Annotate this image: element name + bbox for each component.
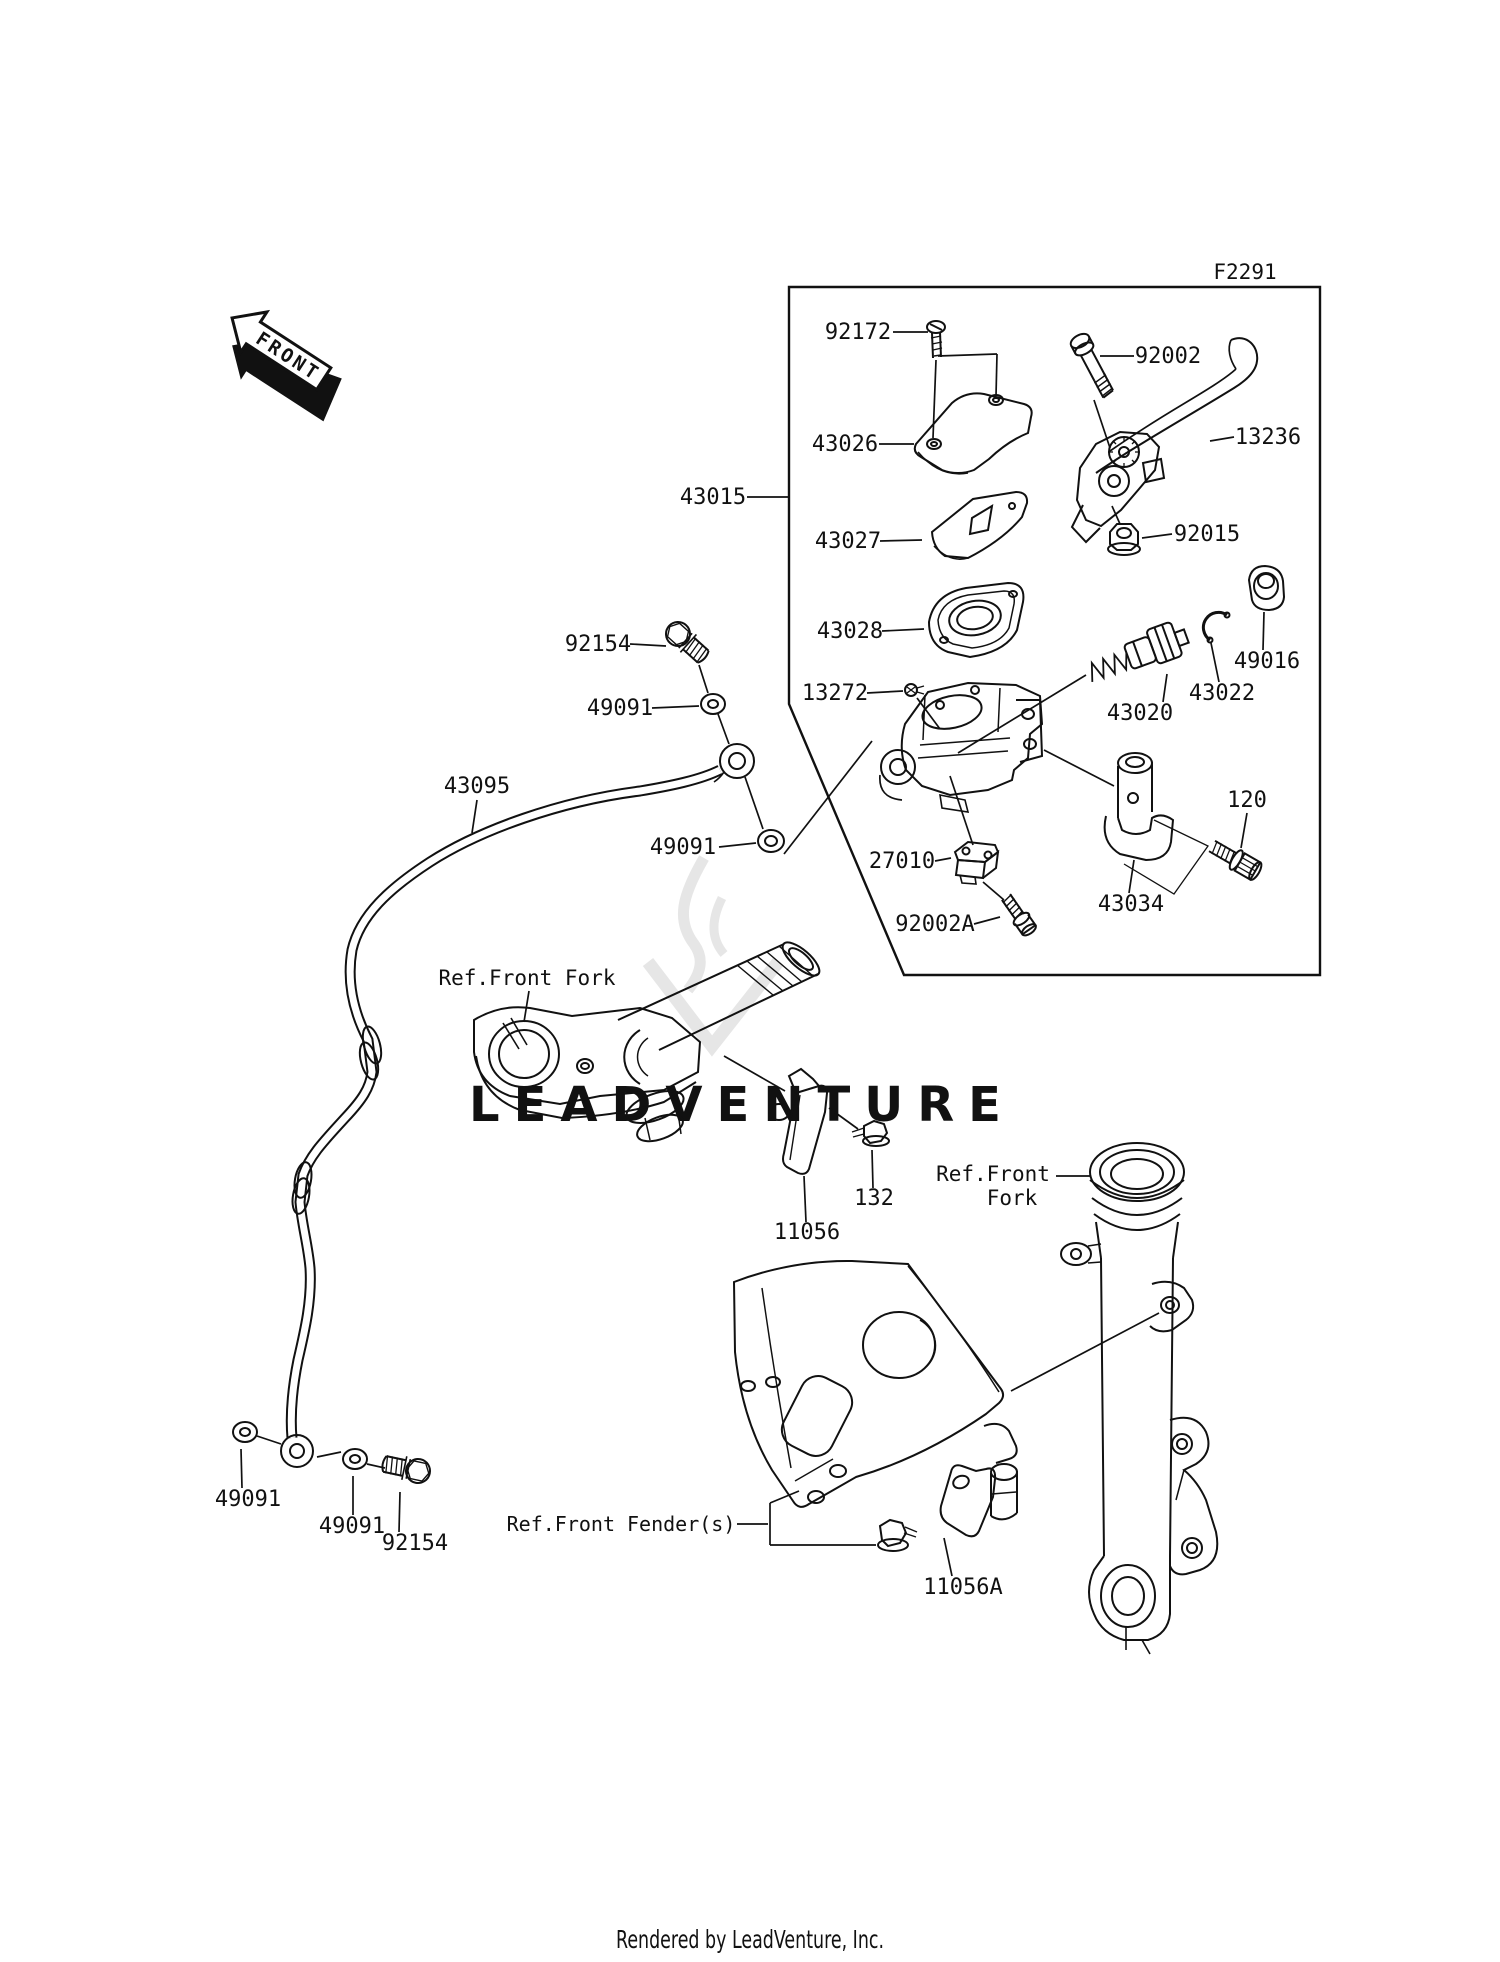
drawing-bolt-132 <box>851 1119 890 1147</box>
drawing-banjo-bolt-92154-top <box>665 621 710 664</box>
callout-11056a: 11056A <box>923 1575 1002 1600</box>
drawing-cap-43026 <box>913 392 1033 475</box>
callout-13236: 13236 <box>1235 425 1301 450</box>
drawing-washer-49091-2 <box>757 829 785 853</box>
callout-11056: 11056 <box>774 1220 840 1245</box>
ref-front-fork-right-2: Fork <box>987 1186 1038 1210</box>
diagram-code: F2291 <box>1213 260 1276 284</box>
callout-120: 120 <box>1227 788 1267 813</box>
drawing-holder-43034 <box>1103 752 1209 895</box>
leader-lines <box>240 331 1265 1577</box>
callout-92015: 92015 <box>1174 522 1240 547</box>
drawing-plate-43027 <box>930 490 1029 560</box>
callout-43028: 43028 <box>817 619 883 644</box>
drawing-piston-43020 <box>1090 621 1190 682</box>
leadventure-watermark: LEADVENTURE <box>469 855 1015 1133</box>
front-direction-arrow: FRONT <box>230 309 342 422</box>
drawing-front-fender <box>732 1259 1005 1508</box>
callout-49091-2: 49091 <box>650 835 716 860</box>
callout-49091-4: 49091 <box>319 1514 385 1539</box>
callout-43095: 43095 <box>444 774 510 799</box>
ref-front-fork-right-1: Ref.Front <box>936 1162 1050 1186</box>
inset-box <box>787 285 1322 977</box>
callout-92002a: 92002A <box>895 912 974 937</box>
drawing-bolt-92002 <box>1069 332 1114 399</box>
ref-front-fender: Ref.Front Fender(s) <box>507 1512 736 1536</box>
drawing-washer-49091-1 <box>700 693 726 715</box>
drawing-bracket-11056 <box>768 1067 829 1175</box>
drawing-triple-clamp <box>473 941 821 1143</box>
drawing-circlip-43022 <box>1201 610 1231 644</box>
drawing-lever-13236 <box>1070 337 1259 544</box>
drawing-fork-leg <box>1060 1142 1219 1655</box>
callout-92002: 92002 <box>1135 344 1201 369</box>
callout-49091-1: 49091 <box>587 696 653 721</box>
callout-92154-1: 92154 <box>565 632 631 657</box>
callout-labels: F2291 92172 92002 43026 13236 43015 4302… <box>215 260 1301 1600</box>
callout-43020: 43020 <box>1107 701 1173 726</box>
callout-43015: 43015 <box>680 485 746 510</box>
ref-front-fork-left: Ref.Front Fork <box>438 966 615 990</box>
callout-92172: 92172 <box>825 320 891 345</box>
callout-43026: 43026 <box>812 432 878 457</box>
drawing-banjo-bolt-92154-bottom <box>381 1455 431 1484</box>
callout-49091-3: 49091 <box>215 1487 281 1512</box>
watermark-text: LEADVENTURE <box>469 1077 1015 1133</box>
callout-43034: 43034 <box>1098 892 1164 917</box>
rendered-by-credit: Rendered by LeadVenture, Inc. <box>616 1925 884 1954</box>
drawing-gasket-43028 <box>927 581 1025 659</box>
callout-49016: 49016 <box>1234 649 1300 674</box>
drawing-clamp-27010 <box>953 840 1000 885</box>
callout-132: 132 <box>854 1186 894 1211</box>
drawing-brake-hose-43095 <box>280 743 755 1468</box>
drawing-bracket-11056a <box>939 1422 1018 1538</box>
callout-43022: 43022 <box>1189 681 1255 706</box>
drawing-cap-49016 <box>1247 564 1286 612</box>
drawing-screw-92172 <box>926 320 946 359</box>
drawing-washer-49091-3 <box>232 1421 258 1443</box>
callout-27010: 27010 <box>869 849 935 874</box>
flame-logo-icon <box>642 855 784 1057</box>
drawing-master-cylinder-body <box>879 681 1044 813</box>
drawing-washer-49091-4 <box>342 1448 368 1470</box>
drawing-bolt-92002a <box>1001 893 1037 937</box>
drawing-fender-bolt <box>877 1518 918 1552</box>
callout-92154-2: 92154 <box>382 1531 448 1556</box>
callout-13272: 13272 <box>802 681 868 706</box>
drawing-screw-13272 <box>904 683 925 697</box>
drawing-nut-92015 <box>1107 523 1141 556</box>
drawing-bolt-120 <box>1208 839 1263 882</box>
callout-43027: 43027 <box>815 529 881 554</box>
